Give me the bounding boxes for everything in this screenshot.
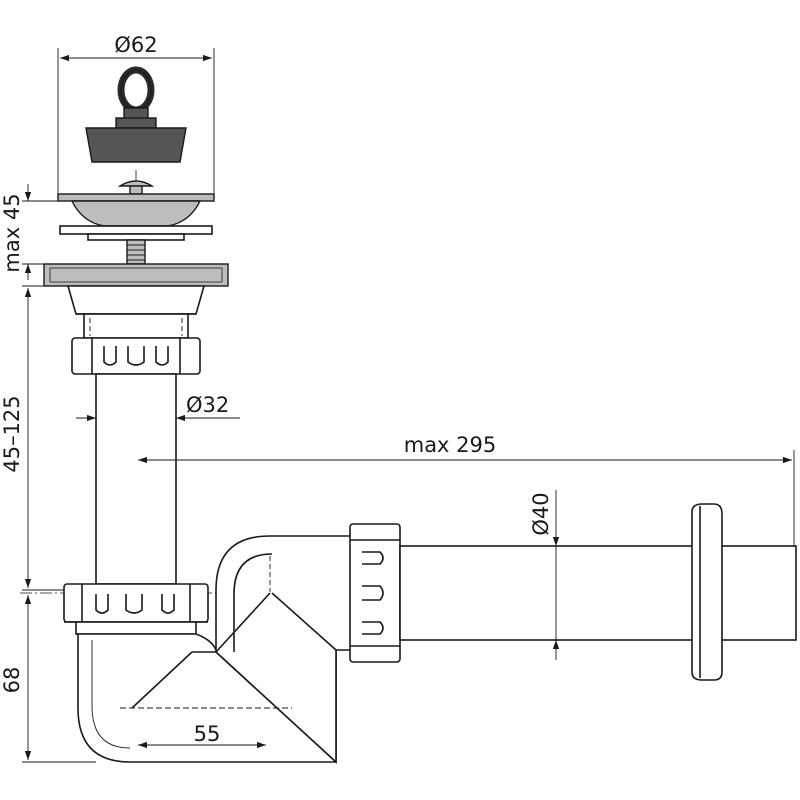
inlet-diameter-label: Ø32 xyxy=(186,393,229,417)
upper-union-nut xyxy=(71,337,201,375)
dim-vertical-range: 45–125 xyxy=(0,285,64,591)
horizontal-length-label: max 295 xyxy=(404,433,497,457)
horizontal-union-nut xyxy=(349,523,401,663)
dim-trap-depth: 68 xyxy=(0,595,96,763)
trap-depth-label: 68 xyxy=(0,667,24,694)
dim-flange-height: max 45 xyxy=(0,184,58,280)
trap-offset-label: 55 xyxy=(194,722,221,746)
dim-trap-offset: 55 xyxy=(120,707,292,749)
dim-stopper-diameter: Ø62 xyxy=(57,33,215,194)
stopper-diameter-label: Ø62 xyxy=(114,33,157,57)
wall-rosette xyxy=(691,503,723,681)
dim-horizontal-length: max 295 xyxy=(138,433,795,546)
strainer-assembly xyxy=(57,180,215,265)
dim-inlet-diameter: Ø32 xyxy=(76,393,240,422)
outlet-pipe xyxy=(399,545,797,641)
sink-flange xyxy=(43,263,229,339)
outlet-diameter-label: Ø40 xyxy=(529,492,553,535)
vertical-range-label: 45–125 xyxy=(0,395,24,472)
flange-height-label: max 45 xyxy=(0,193,24,272)
rubber-stopper xyxy=(85,66,187,163)
dim-outlet-diameter: Ø40 xyxy=(529,490,560,660)
lower-union-nut xyxy=(63,583,209,635)
vertical-tail-pipe xyxy=(95,373,177,585)
bolt-thread xyxy=(127,244,145,261)
